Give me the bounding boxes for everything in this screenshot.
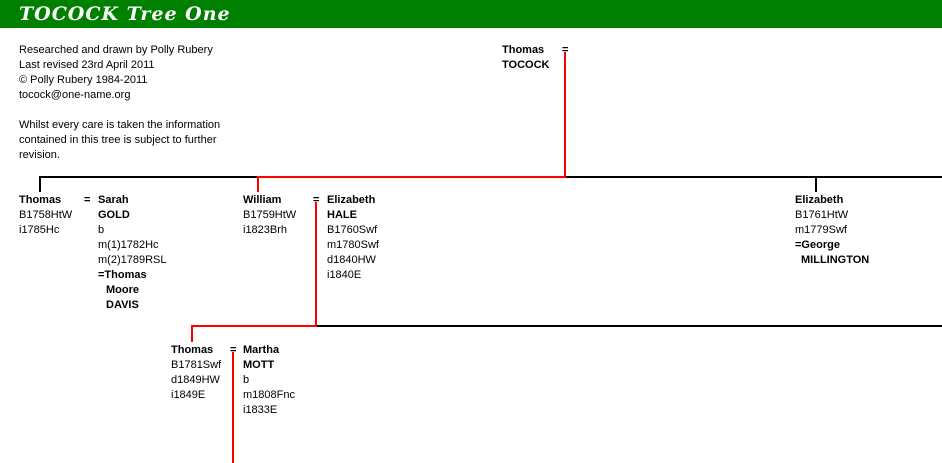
- disclaimer-line: Whilst every care is taken the informati…: [19, 119, 221, 131]
- person-detail: b: [98, 224, 105, 236]
- notes-line-email: tocock@one-name.org: [19, 89, 131, 101]
- tree-notes: Researched and drawn by Polly Rubery Las…: [19, 43, 220, 163]
- person-elizabeth-hale: Elizabeth HALE B1760Swf m1780Swf d1840HW…: [327, 193, 379, 283]
- disclaimer-line: revision.: [19, 149, 60, 161]
- person-martha-mott: Martha MOTT b m1808Fnc i1833E: [243, 343, 295, 418]
- person-elizabeth: Elizabeth B1761HtW m1779Swf =George MILL…: [795, 193, 869, 268]
- person-first-name: Thomas: [502, 44, 545, 56]
- child-drop-thomas-son: [191, 325, 193, 342]
- person-detail: d1849HW: [171, 374, 220, 386]
- person-name: William: [243, 194, 282, 206]
- descent-line-branch: [257, 176, 566, 178]
- marriage-sign: =: [562, 44, 569, 56]
- person-spouse: =George: [795, 239, 840, 251]
- person-name: Elizabeth: [327, 194, 376, 206]
- person-remarried: DAVIS: [106, 299, 139, 311]
- person-surname: MOTT: [243, 359, 275, 371]
- notes-line-copyright: © Polly Rubery 1984-2011: [19, 74, 148, 86]
- person-detail: b: [243, 374, 250, 386]
- person-detail: i1823Brh: [243, 224, 288, 236]
- person-detail: B1759HtW: [243, 209, 297, 221]
- person-detail: B1760Swf: [327, 224, 378, 236]
- title-bar: TOCOCK Tree One: [0, 0, 942, 28]
- person-detail: B1781Swf: [171, 359, 222, 371]
- person-name: Thomas: [19, 194, 62, 206]
- person-thomas-son: Thomas B1781Swf d1849HW i1849E: [171, 343, 221, 403]
- person-detail: m1779Swf: [795, 224, 847, 236]
- person-surname: GOLD: [98, 209, 130, 221]
- marriage-sign: =: [313, 194, 320, 206]
- person-detail: i1840E: [327, 269, 362, 281]
- person-spouse: MILLINGTON: [801, 254, 870, 266]
- person-name: Elizabeth: [795, 194, 844, 206]
- child-drop-william: [257, 176, 259, 192]
- person-thomas: Thomas B1758HtW i1785Hc: [19, 193, 72, 238]
- person-detail: d1840HW: [327, 254, 376, 266]
- person-detail: i1785Hc: [19, 224, 60, 236]
- person-detail: m(1)1782Hc: [98, 239, 159, 251]
- descent-line-william: [315, 202, 317, 327]
- person-sarah-gold: Sarah GOLD b m(1)1782Hc m(2)1789RSL =Tho…: [98, 193, 166, 313]
- descent-line-gen3: [191, 325, 317, 327]
- child-drop-elizabeth: [815, 176, 817, 192]
- sibling-line-left: [39, 176, 257, 178]
- person-remarried: =Thomas: [98, 269, 147, 281]
- child-drop-thomas: [39, 176, 41, 192]
- marriage-sign: =: [84, 194, 91, 206]
- person-name: Thomas: [171, 344, 214, 356]
- person-detail: m(2)1789RSL: [98, 254, 167, 266]
- person-remarried: Moore: [106, 284, 139, 296]
- person-detail: B1758HtW: [19, 209, 73, 221]
- person-detail: m1808Fnc: [243, 389, 295, 401]
- person-surname: TOCOCK: [502, 59, 550, 71]
- person-surname: HALE: [327, 209, 357, 221]
- person-detail: B1761HtW: [795, 209, 849, 221]
- person-detail: i1849E: [171, 389, 206, 401]
- person-name: Sarah: [98, 194, 129, 206]
- notes-line-revised: Last revised 23rd April 2011: [19, 59, 155, 71]
- person-detail: i1833E: [243, 404, 278, 416]
- person-name: Martha: [243, 344, 280, 356]
- page-title: TOCOCK Tree One: [19, 3, 231, 25]
- person-detail: m1780Swf: [327, 239, 379, 251]
- sibling-line-gen3: [317, 325, 942, 327]
- disclaimer-line: contained in this tree is subject to fur…: [19, 134, 217, 146]
- descent-line-root: [564, 52, 566, 178]
- person-thomas-tocock: Thomas TOCOCK: [502, 43, 549, 73]
- marriage-sign: =: [230, 344, 237, 356]
- notes-line-author: Researched and drawn by Polly Rubery: [19, 44, 213, 56]
- sibling-line-right: [566, 176, 942, 178]
- descent-line-thomas-son: [232, 352, 234, 463]
- person-william: William B1759HtW i1823Brh: [243, 193, 296, 238]
